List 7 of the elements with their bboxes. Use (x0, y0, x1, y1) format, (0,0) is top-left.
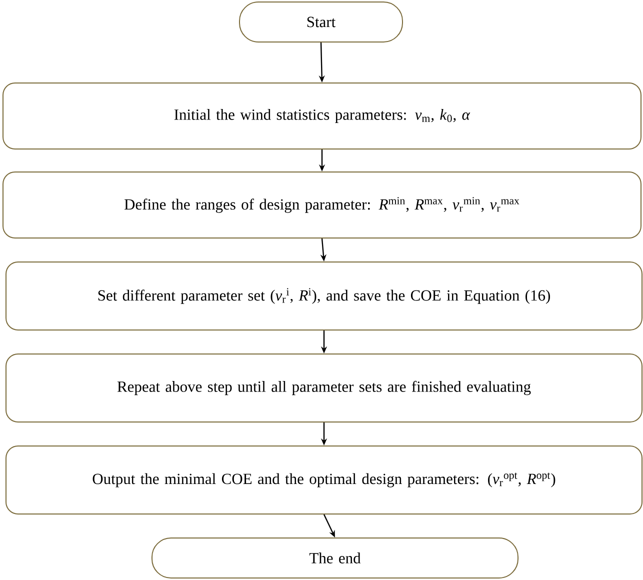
process-box: Set different parameter set (v$_{r}$$^{i}$, R$^{i}$), and save the COE in Equation (16) (6, 262, 642, 330)
process-box: Define the ranges of design parameter: R$^{min}$, R$^{max}$, v$_{r}$$^{min}$, v$_{r}$max (2, 172, 642, 238)
process-box: Initial the wind statistics parameters: v$_{m}$, k$_{0}$, α (2, 82, 642, 150)
process-box: Output the minimal COE and the optimal design parameters: (v$_{r}$$^{opt}$, R$^{opt}$) (6, 446, 642, 514)
terminal-box: Start (239, 2, 403, 42)
terminal-box: The end (152, 538, 518, 578)
process-box: Repeat above step until all parameter sets are finished evaluating (6, 354, 642, 422)
